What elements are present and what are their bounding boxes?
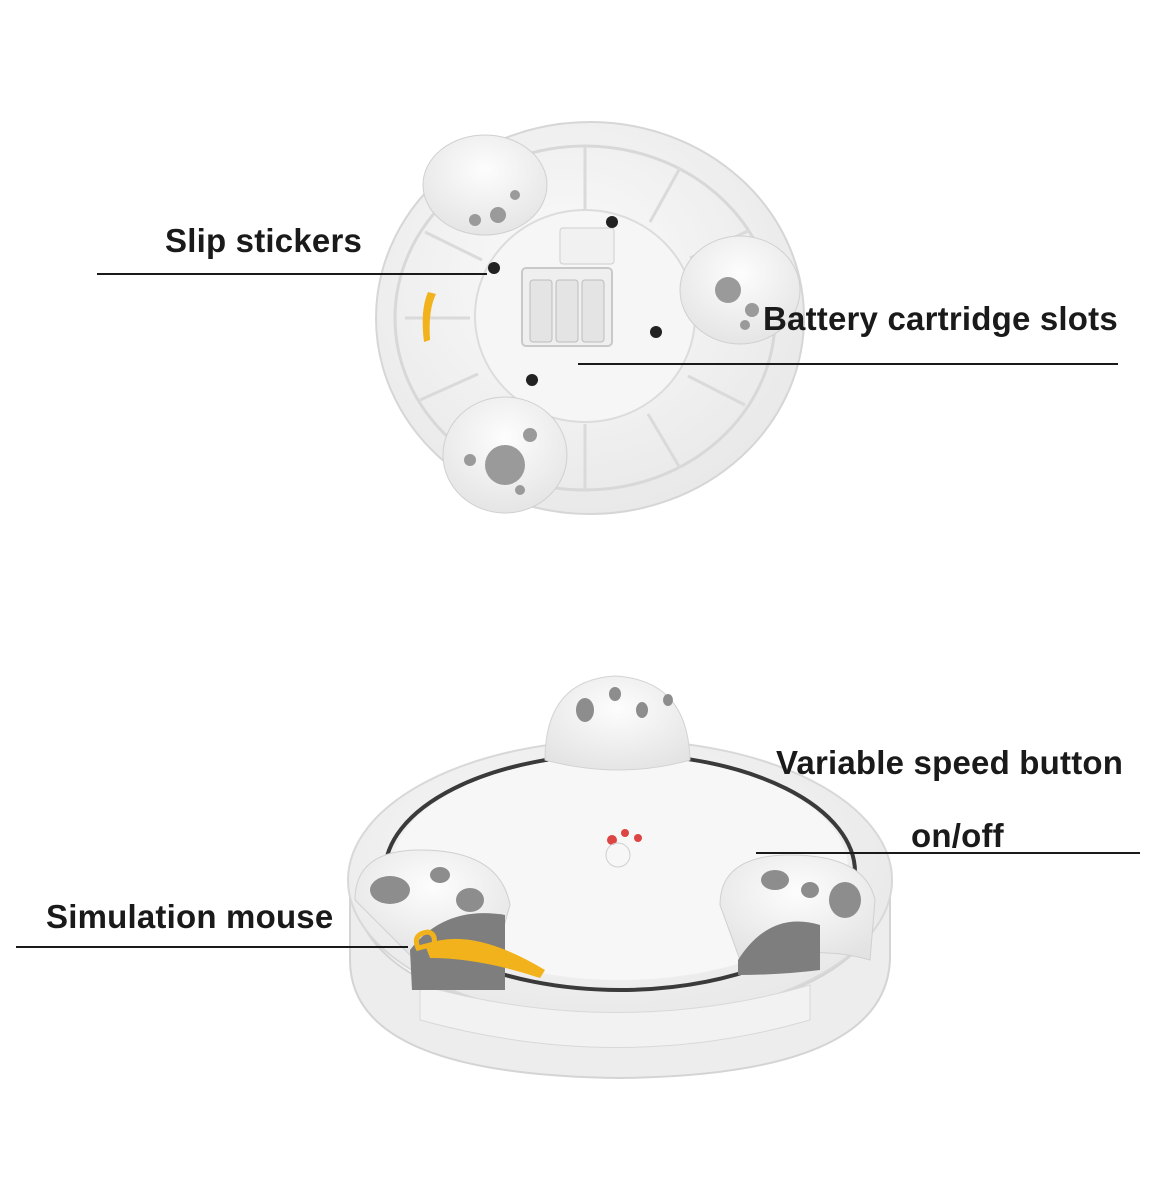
bottom-housing: [375, 121, 805, 515]
variable-speed-label: Variable speed button: [776, 744, 1124, 781]
slip-stickers-label: Slip stickers: [165, 222, 363, 259]
variable-speed-leader-line: [756, 852, 1140, 854]
simulation-mouse-leader-line: [16, 946, 408, 948]
slip-stickers-leader-line: [97, 273, 487, 275]
battery-slots-label: Battery cartridge slots: [763, 300, 1118, 337]
battery-slots-leader-line: [578, 363, 1118, 365]
top-housing: [347, 675, 893, 1080]
on-off-label: on/off: [911, 817, 1004, 854]
simulation-mouse-label: Simulation mouse: [46, 898, 334, 935]
